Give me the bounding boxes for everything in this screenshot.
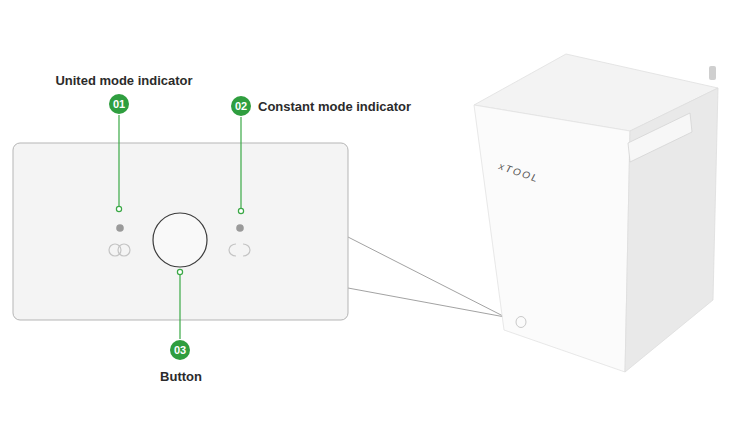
callout-number: 03: [174, 345, 186, 356]
plug-prong: [709, 66, 716, 80]
callout-number: 02: [235, 101, 247, 112]
device-right-face: [625, 88, 718, 372]
united-icon: [118, 244, 130, 256]
device-left-face: [474, 105, 630, 372]
leader-dot: [177, 269, 182, 274]
zoom-line: [348, 237, 505, 317]
leader-line: [240, 117, 241, 208]
callout-number: 01: [113, 99, 125, 110]
button-symbol: [153, 213, 207, 267]
indicator-light: [236, 224, 244, 232]
constant-icon: [229, 244, 236, 256]
leader-dot: [116, 206, 121, 211]
device-button: [516, 317, 526, 328]
leader-dot: [238, 208, 243, 213]
leader-line: [118, 115, 119, 206]
callout-circle: 03: [170, 340, 190, 360]
callout-circle: 02: [231, 96, 251, 116]
part-name: United mode indicator: [55, 74, 192, 89]
part-name: Button: [160, 370, 202, 385]
constant-icon: [243, 244, 250, 256]
device-tab: [628, 113, 692, 162]
zoom-line: [348, 288, 505, 317]
brand-logo: xTOOL: [497, 161, 542, 185]
indicator-light: [116, 224, 124, 232]
part-name: Constant mode indicator: [258, 100, 411, 115]
leader-line: [179, 275, 180, 339]
callout-circle: 01: [109, 94, 129, 114]
